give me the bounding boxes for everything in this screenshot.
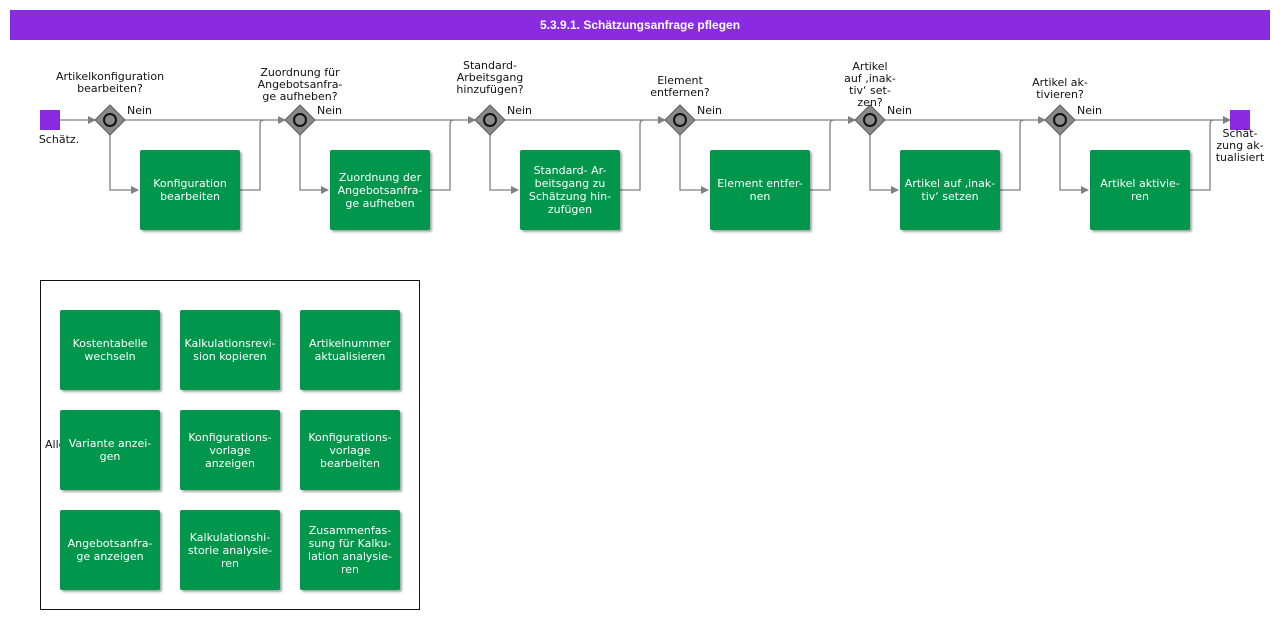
connector-yes — [679, 135, 709, 194]
no-branch-label: Nein — [507, 104, 533, 117]
gateway-diamond — [1044, 104, 1076, 136]
decision-question: Standard- Arbeitsgang hinzufügen? — [456, 59, 524, 96]
gateway-diamond — [474, 104, 506, 136]
decision-gateway[interactable] — [664, 104, 696, 136]
no-branch-label: Nein — [127, 104, 153, 117]
gateway-marker-icon — [103, 113, 117, 127]
group-action-box[interactable]: Kostentabelle wechseln — [60, 310, 160, 390]
decision-question: Artikelkonfiguration bearbeiten? — [55, 70, 165, 95]
group-action-box[interactable]: Zusammenfas- sung für Kalku- lation anal… — [300, 510, 400, 590]
decision-gateway[interactable] — [854, 104, 886, 136]
gateway-diamond — [664, 104, 696, 136]
gateway-marker-icon — [293, 113, 307, 127]
task-box[interactable]: Standard- Ar- beitsgang zu Schätzung hin… — [520, 150, 620, 230]
connector-merge — [810, 119, 835, 191]
decision-question: Element entfernen? — [650, 74, 710, 99]
decision-gateway[interactable] — [474, 104, 506, 136]
diagram-title: 5.3.9.1. Schätzungsanfrage pflegen — [10, 10, 1270, 40]
end-event-label: Schät- zung ak- tualisiert — [1215, 127, 1265, 164]
group-action-box[interactable]: Angebotsanfra- ge anzeigen — [60, 510, 160, 590]
gateway-marker-icon — [863, 113, 877, 127]
group-action-box[interactable]: Artikelnummer aktualisieren — [300, 310, 400, 390]
gateway-marker-icon — [483, 113, 497, 127]
decision-gateway[interactable] — [284, 104, 316, 136]
no-branch-label: Nein — [887, 104, 913, 117]
decision-gateway[interactable] — [94, 104, 126, 136]
gateway-marker-icon — [1053, 113, 1067, 127]
start-event-label: Schätz. — [38, 133, 80, 146]
connector-merge — [430, 119, 455, 191]
gateway-diamond — [284, 104, 316, 136]
no-branch-label: Nein — [317, 104, 343, 117]
task-box[interactable]: Zuordnung der Angebotsanfra- ge aufheben — [330, 150, 430, 230]
group-action-box[interactable]: Konfigurations- vorlage bearbeiten — [300, 410, 400, 490]
gateway-marker-icon — [673, 113, 687, 127]
connector-merge — [240, 119, 265, 191]
no-branch-label: Nein — [1077, 104, 1103, 117]
connector-merge — [620, 119, 645, 191]
task-box[interactable]: Artikel auf ‚inak- tiv‘ setzen — [900, 150, 1000, 230]
decision-gateway[interactable] — [1044, 104, 1076, 136]
group-action-box[interactable]: Kalkulationshi- storie analysie- ren — [180, 510, 280, 590]
connector-yes — [299, 135, 329, 194]
connector-yes — [489, 135, 519, 194]
connector-merge — [1190, 119, 1215, 191]
connector-yes — [1059, 135, 1089, 194]
connector-merge — [1000, 119, 1025, 191]
gateway-diamond — [854, 104, 886, 136]
task-box[interactable]: Konfiguration bearbeiten — [140, 150, 240, 230]
group-action-box[interactable]: Konfigurations- vorlage anzeigen — [180, 410, 280, 490]
group-action-box[interactable]: Variante anzei- gen — [60, 410, 160, 490]
connector-yes — [109, 135, 139, 194]
connector-yes — [869, 135, 899, 194]
end-event[interactable] — [1230, 110, 1250, 130]
task-box[interactable]: Element entfer- nen — [710, 150, 810, 230]
gateway-diamond — [94, 104, 126, 136]
group-action-box[interactable]: Kalkulationsrevi- sion kopieren — [180, 310, 280, 390]
decision-question: Artikel auf ‚inak- tiv‘ set- zen? — [844, 60, 896, 109]
no-branch-label: Nein — [697, 104, 723, 117]
general-actions-group — [40, 280, 420, 610]
start-event[interactable] — [40, 110, 60, 130]
decision-question: Zuordnung für Angebotsanfra- ge aufheben… — [257, 66, 343, 103]
decision-question: Artikel ak- tivieren? — [1032, 76, 1088, 101]
task-box[interactable]: Artikel aktivie- ren — [1090, 150, 1190, 230]
